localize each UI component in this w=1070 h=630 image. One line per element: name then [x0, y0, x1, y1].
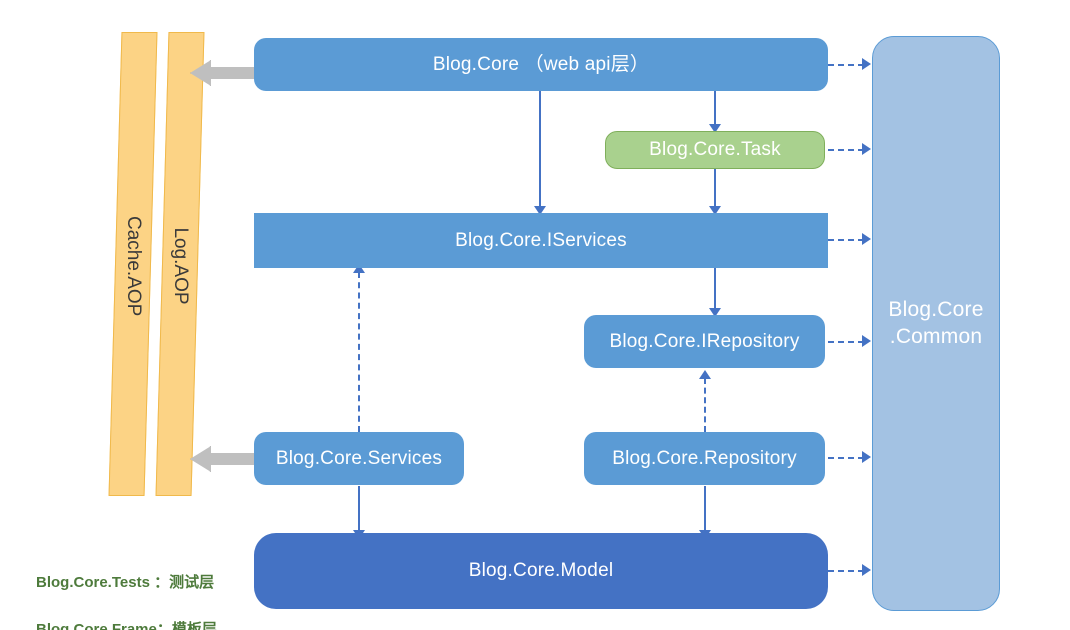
node-blog-core-task[interactable]: Blog.Core.Task: [605, 131, 825, 169]
node-blog-core-repository[interactable]: Blog.Core.Repository: [584, 432, 825, 485]
arrowhead-webapi-to-iservices: [534, 206, 546, 215]
dashed-webapi-to-common: [828, 64, 864, 66]
line-task-to-iservices: [714, 169, 716, 208]
arrowhead-task-to-common: [862, 143, 871, 155]
node-blog-core-webapi[interactable]: Blog.Core （web api层）: [254, 38, 828, 91]
node-blog-core-common[interactable]: Blog.Core .Common: [872, 36, 1000, 611]
arrowhead-repository-to-irepository: [699, 370, 711, 379]
dashed-model-to-common: [828, 570, 864, 572]
arrowhead-task-to-iservices: [709, 206, 721, 215]
dashed-services-to-iservices: [358, 272, 360, 432]
dashed-iservices-to-common: [828, 239, 864, 241]
legend-text: Blog.Core.Tests ：测试层 Blog.Core.Frame：模板层: [36, 548, 217, 630]
arrowhead-model-to-common: [862, 564, 871, 576]
node-blog-core-iservices[interactable]: Blog.Core.IServices: [254, 213, 828, 268]
dashed-irepository-to-common: [828, 341, 864, 343]
arrowhead-irepository-to-common: [862, 335, 871, 347]
arrowhead-webapi-to-common: [862, 58, 871, 70]
arrowhead-iservices-to-common: [862, 233, 871, 245]
dashed-task-to-common: [828, 149, 864, 151]
line-services-to-model: [358, 486, 360, 534]
legend-line-tests: Blog.Core.Tests ：测试层: [36, 574, 215, 592]
line-iservices-to-irepository: [714, 268, 716, 312]
arrowhead-repository-to-common: [862, 451, 871, 463]
arrowhead-webapi-to-task: [709, 124, 721, 133]
aop-label-log: Log.AOP: [170, 227, 191, 305]
node-blog-core-model[interactable]: Blog.Core.Model: [254, 533, 828, 609]
node-blog-core-irepository[interactable]: Blog.Core.IRepository: [584, 315, 825, 368]
line-webapi-to-task: [714, 91, 716, 126]
grey-arrow-services-to-aop: [190, 446, 260, 472]
dashed-repository-to-irepository: [704, 378, 706, 432]
line-repository-to-model: [704, 486, 706, 534]
dashed-repository-to-common: [828, 457, 864, 459]
line-webapi-to-iservices: [539, 91, 541, 208]
node-blog-core-services[interactable]: Blog.Core.Services: [254, 432, 464, 485]
arrowhead-services-to-iservices: [353, 264, 365, 273]
legend-line-frame: Blog.Core.Frame：模板层: [36, 620, 217, 630]
arrowhead-iservices-to-irepository: [709, 308, 721, 317]
aop-label-cache: Cache.AOP: [123, 216, 144, 317]
